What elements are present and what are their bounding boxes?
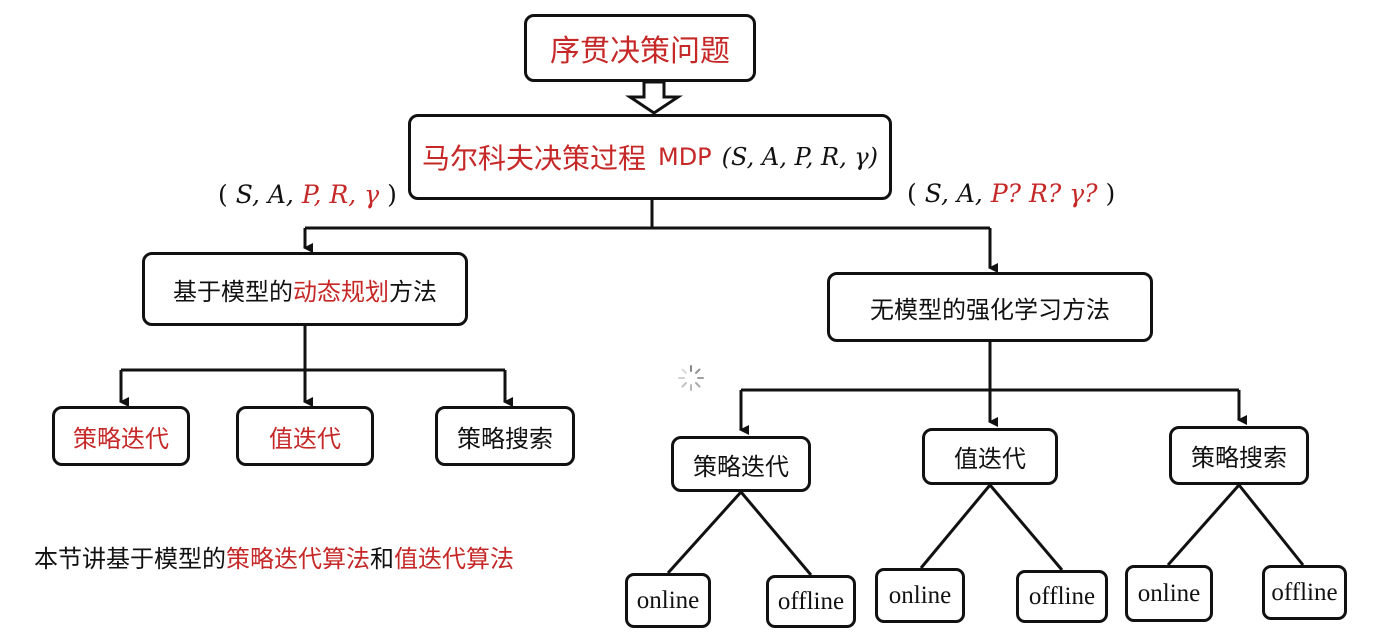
hollow-down-arrow bbox=[625, 80, 683, 115]
mdp-abbr: MDP bbox=[657, 143, 712, 171]
model-based-pre: 基于模型的 bbox=[173, 277, 293, 306]
edge-mf2-offline bbox=[988, 484, 1064, 571]
mf-policy-search-node: 策略搜索 bbox=[1169, 426, 1309, 485]
mb-policy-search-node: 策略搜索 bbox=[435, 406, 575, 466]
model-based-node: 基于模型的动态规划方法 bbox=[142, 252, 468, 326]
root-node: 序贯决策问题 bbox=[524, 14, 756, 82]
mb-policy-iteration-node: 策略迭代 bbox=[52, 406, 190, 466]
mdp-node: 马尔科夫决策过程 MDP (S, A, P, R, γ) bbox=[408, 114, 892, 200]
mb-value-iteration-node: 值迭代 bbox=[236, 406, 374, 466]
model-free-label: 无模型的强化学习方法 bbox=[870, 295, 1110, 324]
leaf-offline-3: offline bbox=[1262, 565, 1347, 620]
edge-mf3-offline bbox=[1237, 484, 1305, 566]
leaf-online-1: online bbox=[625, 573, 711, 628]
edge-mf1-offline bbox=[739, 491, 813, 576]
mf-value-iteration-node: 值迭代 bbox=[922, 428, 1058, 485]
model-free-node: 无模型的强化学习方法 bbox=[827, 272, 1153, 342]
edge-mf3-online bbox=[1166, 484, 1241, 566]
mdp-tuple: (S, A, P, R, γ) bbox=[721, 143, 879, 171]
mf-policy-iteration-node: 策略迭代 bbox=[671, 436, 811, 492]
edge-mf2-online bbox=[919, 484, 992, 569]
root-label: 序贯决策问题 bbox=[550, 34, 730, 69]
right-tuple-label: ( S, A, P? R? γ? ) bbox=[907, 179, 1116, 208]
leaf-online-2: online bbox=[875, 568, 965, 623]
model-based-highlight: 动态规划 bbox=[293, 277, 389, 306]
edge-mf1-online bbox=[666, 490, 743, 575]
leaf-online-3: online bbox=[1125, 565, 1213, 622]
mdp-label: 马尔科夫决策过程 bbox=[421, 142, 646, 175]
leaf-offline-2: offline bbox=[1016, 570, 1108, 623]
left-tuple-label: ( S, A, P, R, γ ) bbox=[218, 180, 397, 209]
section-note: 本节讲基于模型的策略迭代算法和值迭代算法 bbox=[34, 545, 514, 573]
loading-spinner-icon bbox=[678, 365, 704, 391]
leaf-offline-1: offline bbox=[766, 575, 856, 628]
model-based-post: 方法 bbox=[389, 277, 437, 306]
